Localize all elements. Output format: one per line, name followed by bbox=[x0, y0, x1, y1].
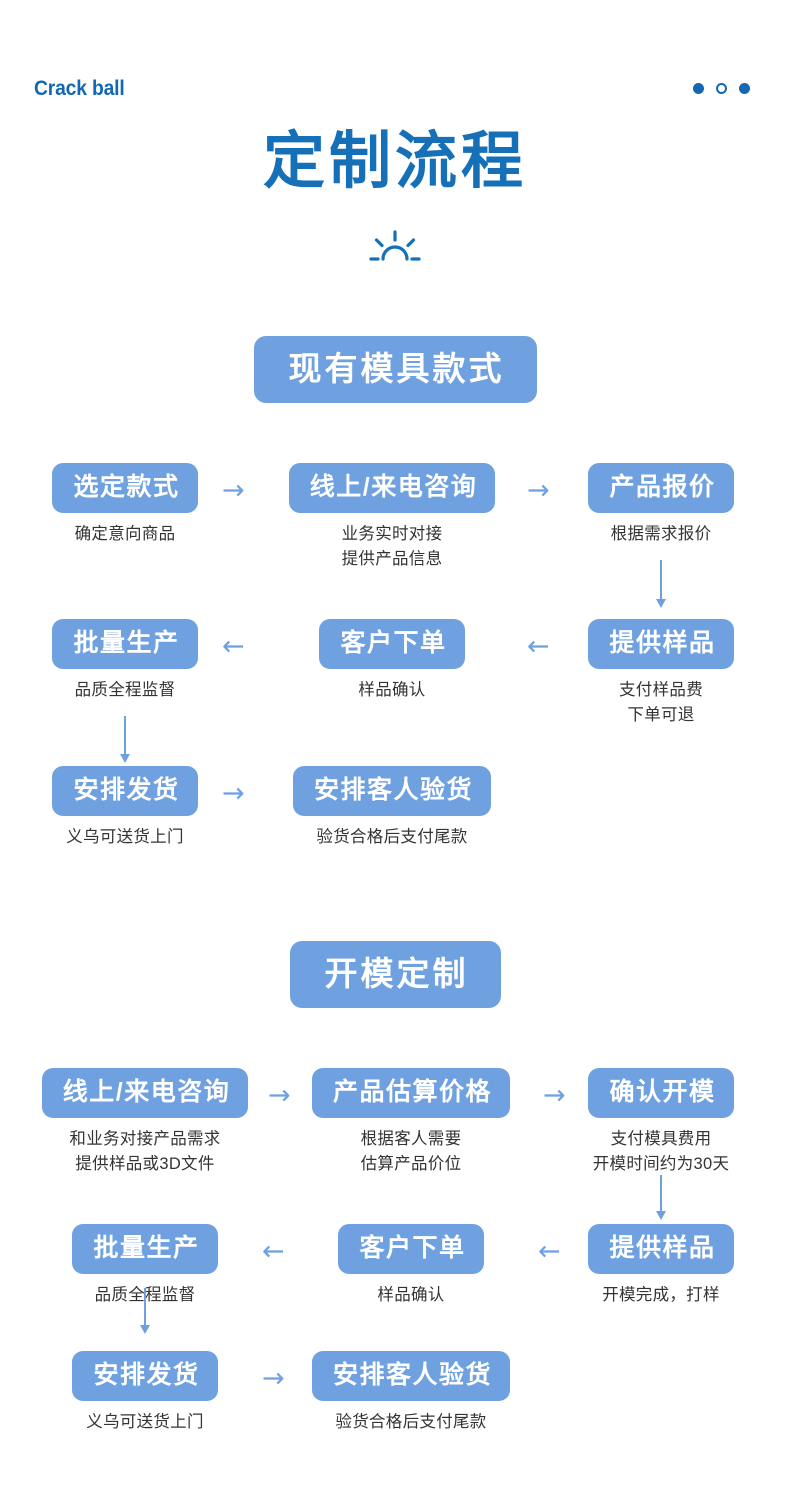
caption-line: 提供样品或3D文件 bbox=[75, 1155, 215, 1173]
node-select-style[interactable]: 选定款式 确定意向商品 bbox=[42, 463, 208, 547]
caption-line: 根据客人需要 bbox=[360, 1130, 462, 1148]
node-label: 客户下单 bbox=[319, 619, 465, 669]
section-title-custom-mold: 开模定制 bbox=[0, 941, 790, 1008]
node2-confirm-mold[interactable]: 确认开模 支付模具费用 开模时间约为30天 bbox=[573, 1068, 749, 1177]
node-label: 安排客人验货 bbox=[292, 766, 491, 816]
arrow2-left-2-2: ← bbox=[538, 1236, 561, 1267]
node-caption: 验货合格后支付尾款 bbox=[300, 1410, 522, 1435]
caption-line: 验货合格后支付尾款 bbox=[335, 1413, 487, 1431]
caption-line: 样品确认 bbox=[377, 1286, 445, 1304]
node-label: 产品报价 bbox=[588, 463, 734, 513]
node-label: 产品估算价格 bbox=[311, 1068, 510, 1118]
caption-line: 提供产品信息 bbox=[341, 550, 443, 568]
dot-1-icon[interactable] bbox=[693, 83, 704, 94]
dot-3-icon[interactable] bbox=[739, 83, 750, 94]
caption-line: 和业务对接产品需求 bbox=[69, 1130, 221, 1148]
down-arrow-left-column bbox=[124, 1288, 166, 1334]
node2-mass-production[interactable]: 批量生产 品质全程监督 bbox=[45, 1224, 245, 1308]
node-label: 确认开模 bbox=[588, 1068, 734, 1118]
arrow-right-1-2: → bbox=[527, 475, 550, 506]
node-caption: 业务实时对接 提供产品信息 bbox=[279, 522, 505, 572]
pagination-dots bbox=[693, 83, 750, 94]
node-arrange-shipment[interactable]: 安排发货 义乌可送货上门 bbox=[42, 766, 208, 850]
node-caption: 支付模具费用 开模时间约为30天 bbox=[573, 1127, 749, 1177]
caption-line: 样品确认 bbox=[358, 681, 426, 699]
caption-line: 确定意向商品 bbox=[74, 525, 176, 543]
node-label: 提供样品 bbox=[588, 1224, 734, 1274]
node-customer-order[interactable]: 客户下单 样品确认 bbox=[279, 619, 505, 703]
sunrise-icon bbox=[0, 228, 790, 264]
node2-arrange-inspection[interactable]: 安排客人验货 验货合格后支付尾款 bbox=[300, 1351, 522, 1435]
node-label: 安排客人验货 bbox=[311, 1351, 510, 1401]
caption-line: 义乌可送货上门 bbox=[66, 828, 184, 846]
arrow2-right-1-1: → bbox=[268, 1080, 291, 1111]
node-label: 批量生产 bbox=[52, 619, 198, 669]
node2-arrange-shipment[interactable]: 安排发货 义乌可送货上门 bbox=[45, 1351, 245, 1435]
down-arrow-right-column bbox=[640, 560, 682, 608]
node-label: 线上/来电咨询 bbox=[288, 463, 496, 513]
node-product-quote[interactable]: 产品报价 根据需求报价 bbox=[576, 463, 746, 547]
section-title-existing-mold: 现有模具款式 bbox=[0, 336, 790, 403]
arrow-left-2-1: ← bbox=[222, 631, 245, 662]
arrow2-right-3-1: → bbox=[262, 1363, 285, 1394]
node-caption: 根据需求报价 bbox=[576, 522, 746, 547]
down-arrow-left-column bbox=[104, 716, 146, 763]
caption-line: 根据需求报价 bbox=[610, 525, 712, 543]
arrow2-right-1-2: → bbox=[543, 1080, 566, 1111]
node-arrange-inspection[interactable]: 安排客人验货 验货合格后支付尾款 bbox=[279, 766, 505, 850]
node2-provide-sample[interactable]: 提供样品 开模完成，打样 bbox=[573, 1224, 749, 1308]
node-caption: 样品确认 bbox=[300, 1283, 522, 1308]
node-label: 客户下单 bbox=[338, 1224, 484, 1274]
node-caption: 支付样品费 下单可退 bbox=[576, 678, 746, 728]
node-caption: 根据客人需要 估算产品价位 bbox=[300, 1127, 522, 1177]
node2-customer-order[interactable]: 客户下单 样品确认 bbox=[300, 1224, 522, 1308]
dot-2-icon[interactable] bbox=[716, 83, 727, 94]
node-caption: 开模完成，打样 bbox=[573, 1283, 749, 1308]
caption-line: 开模时间约为30天 bbox=[592, 1155, 730, 1173]
node-label: 选定款式 bbox=[52, 463, 198, 513]
node-caption: 义乌可送货上门 bbox=[45, 1410, 245, 1435]
caption-line: 业务实时对接 bbox=[341, 525, 443, 543]
node-label: 安排发货 bbox=[72, 1351, 218, 1401]
caption-line: 开模完成，打样 bbox=[602, 1286, 720, 1304]
caption-line: 品质全程监督 bbox=[74, 681, 176, 699]
node-caption: 验货合格后支付尾款 bbox=[279, 825, 505, 850]
node-label: 批量生产 bbox=[72, 1224, 218, 1274]
node-provide-sample[interactable]: 提供样品 支付样品费 下单可退 bbox=[576, 619, 746, 728]
page-header: Crack ball bbox=[0, 74, 790, 108]
caption-line: 估算产品价位 bbox=[360, 1155, 462, 1173]
section-title-pill: 开模定制 bbox=[289, 941, 501, 1008]
page-title: 定制流程 bbox=[262, 127, 527, 196]
section-title-pill: 现有模具款式 bbox=[253, 336, 537, 403]
caption-line: 支付模具费用 bbox=[610, 1130, 712, 1148]
node-caption: 确定意向商品 bbox=[42, 522, 208, 547]
caption-line: 验货合格后支付尾款 bbox=[316, 828, 468, 846]
node-label: 线上/来电咨询 bbox=[41, 1068, 249, 1118]
node-caption: 样品确认 bbox=[279, 678, 505, 703]
down-arrow-right-column bbox=[640, 1175, 682, 1220]
node2-online-phone-consult[interactable]: 线上/来电咨询 和业务对接产品需求 提供样品或3D文件 bbox=[29, 1068, 261, 1177]
caption-line: 支付样品费 bbox=[619, 681, 703, 699]
caption-line: 下单可退 bbox=[627, 706, 695, 724]
arrow-right-3-1: → bbox=[222, 778, 245, 809]
node-caption: 和业务对接产品需求 提供样品或3D文件 bbox=[29, 1127, 261, 1177]
node-caption: 品质全程监督 bbox=[42, 678, 208, 703]
brand-logo[interactable]: Crack ball bbox=[34, 77, 125, 100]
arrow-right-1-1: → bbox=[222, 475, 245, 506]
node-mass-production[interactable]: 批量生产 品质全程监督 bbox=[42, 619, 208, 703]
caption-line: 义乌可送货上门 bbox=[86, 1413, 204, 1431]
node2-price-estimate[interactable]: 产品估算价格 根据客人需要 估算产品价位 bbox=[300, 1068, 522, 1177]
arrow-left-2-2: ← bbox=[527, 631, 550, 662]
node-label: 安排发货 bbox=[52, 766, 198, 816]
node-caption: 义乌可送货上门 bbox=[42, 825, 208, 850]
arrow2-left-2-1: ← bbox=[262, 1236, 285, 1267]
node-online-phone-consult[interactable]: 线上/来电咨询 业务实时对接 提供产品信息 bbox=[279, 463, 505, 572]
node-label: 提供样品 bbox=[588, 619, 734, 669]
